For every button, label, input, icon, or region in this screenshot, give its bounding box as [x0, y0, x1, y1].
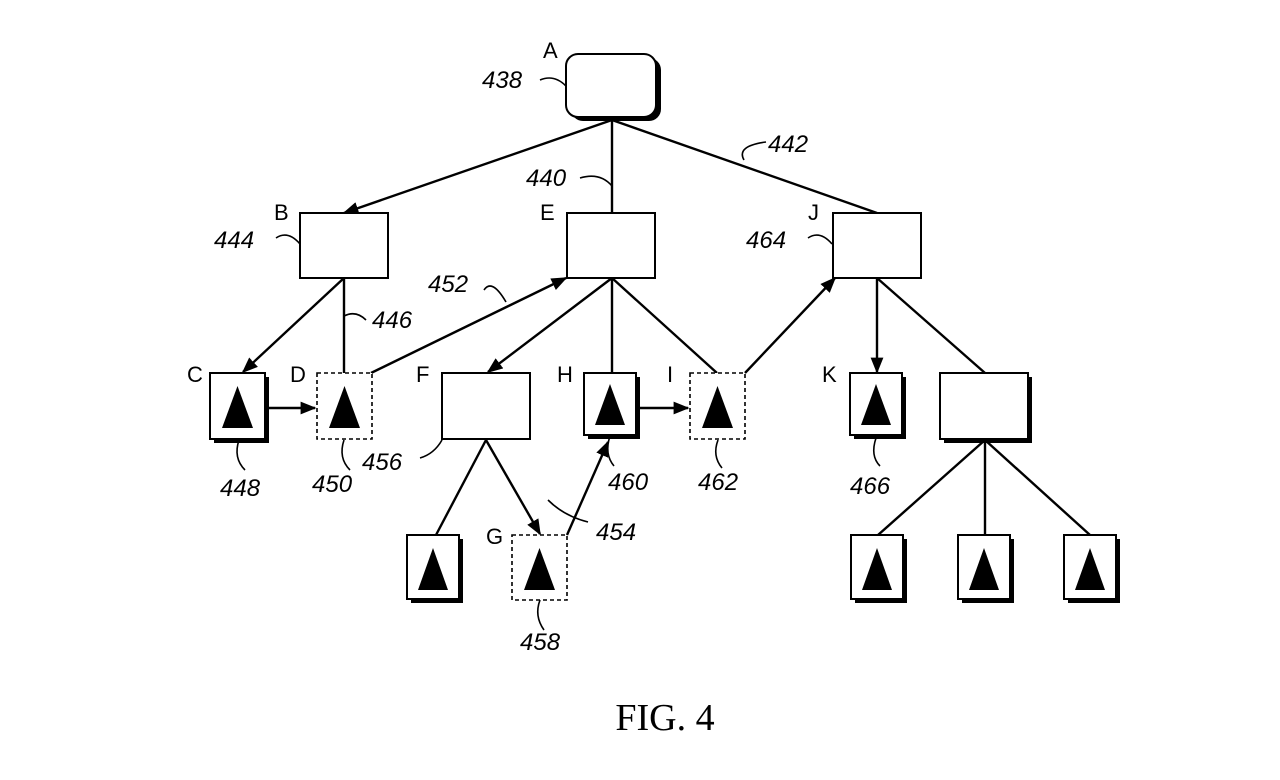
label-h: H	[557, 362, 573, 387]
ref-440: 440	[526, 165, 567, 192]
ref-456: 456	[362, 449, 403, 476]
triangle-icon	[969, 548, 999, 590]
nodes	[209, 53, 1120, 603]
node-m-leaf3	[1063, 534, 1120, 603]
reference-numerals: 438 440 442 444 446 448 450 452 454 456 …	[214, 67, 891, 656]
label-d: D	[290, 362, 306, 387]
label-a: A	[543, 38, 558, 63]
label-b: B	[274, 200, 289, 225]
label-k: K	[822, 362, 837, 387]
triangle-icon	[1075, 548, 1105, 590]
edge-f-g	[484, 439, 542, 536]
node-g	[511, 534, 568, 601]
ref-452: 452	[428, 271, 468, 298]
node-d	[316, 372, 373, 440]
ref-446: 446	[372, 307, 413, 334]
edge-d-e	[370, 276, 568, 375]
figure-caption: FIG. 4	[615, 697, 714, 739]
edge-f-leaf	[434, 439, 488, 536]
edge-e-i	[611, 277, 718, 374]
node-f-leaf	[406, 534, 463, 603]
edge-a-j	[611, 118, 878, 215]
triangle-icon	[222, 386, 253, 428]
ref-450: 450	[312, 471, 353, 498]
node-c	[209, 372, 269, 443]
triangle-icon	[329, 386, 360, 428]
node-e	[566, 212, 656, 279]
ref-438: 438	[482, 67, 523, 94]
node-j	[832, 212, 922, 279]
edge-g-h	[565, 440, 610, 536]
ref-464: 464	[746, 227, 786, 254]
ref-460: 460	[608, 469, 649, 496]
label-i: I	[667, 362, 673, 387]
label-g: G	[486, 524, 503, 549]
ref-458: 458	[520, 629, 561, 656]
edge-j-m	[876, 277, 986, 374]
leaders	[236, 77, 881, 631]
edge-i-j	[744, 276, 837, 374]
ref-462: 462	[698, 469, 738, 496]
ref-454: 454	[596, 519, 636, 546]
node-i	[689, 372, 746, 440]
triangle-icon	[524, 548, 555, 590]
node-letters: A B C D E F G H I J K	[187, 38, 837, 549]
triangle-icon	[418, 548, 448, 590]
edge-a-b	[342, 118, 613, 215]
edge-m-leaf1	[877, 439, 986, 536]
edge-b-c	[241, 277, 345, 374]
ref-444: 444	[214, 227, 254, 254]
label-f: F	[416, 362, 429, 387]
node-a	[565, 53, 661, 121]
triangle-icon	[861, 384, 891, 425]
triangle-icon	[862, 548, 892, 590]
triangle-icon	[595, 384, 625, 425]
node-f	[441, 372, 531, 440]
edge-e-f	[486, 277, 613, 373]
label-j: J	[808, 200, 819, 225]
ref-442: 442	[768, 131, 808, 158]
triangle-icon	[702, 386, 733, 428]
ref-466: 466	[850, 473, 891, 500]
label-e: E	[540, 200, 555, 225]
ref-448: 448	[220, 475, 261, 502]
node-b	[299, 212, 389, 279]
node-h	[583, 372, 640, 439]
node-m-leaf2	[957, 534, 1014, 603]
edges	[241, 118, 1091, 536]
edge-m-leaf3	[984, 439, 1091, 536]
label-c: C	[187, 362, 203, 387]
node-m	[939, 372, 1032, 443]
node-m-leaf1	[850, 534, 907, 603]
node-k	[849, 372, 906, 439]
